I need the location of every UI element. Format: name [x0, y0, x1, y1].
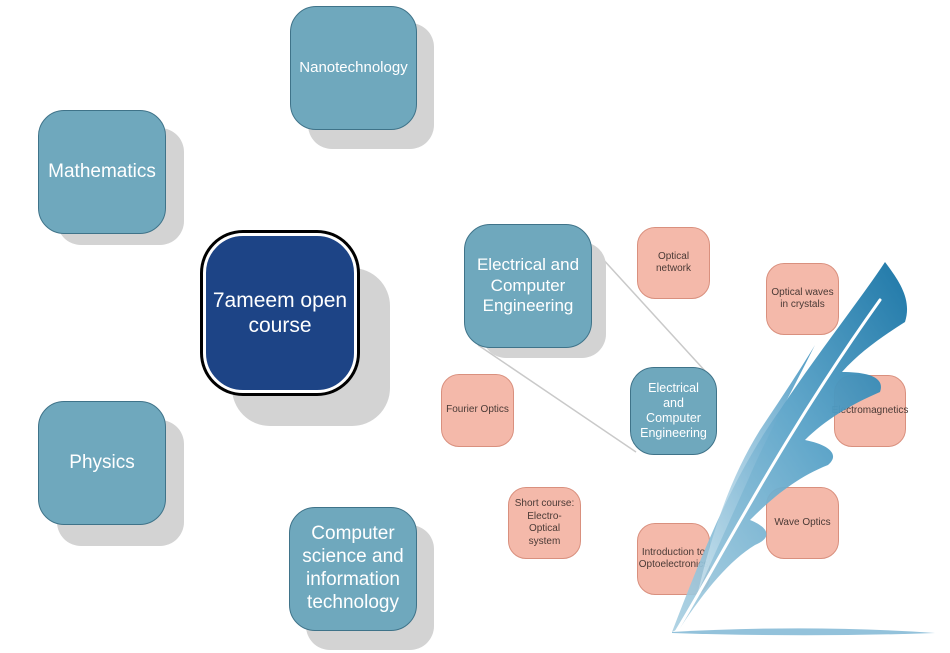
- course-label: Electromagnetics: [831, 404, 909, 416]
- ece-sub-node[interactable]: Electrical and Computer Engineering: [630, 367, 717, 455]
- course-label: Short course: Electro-Optical system: [514, 498, 575, 547]
- course-node-intro-optoelectronics[interactable]: Introduction to Optoelectronics: [637, 523, 710, 595]
- course-label: Introduction to Optoelectronics: [638, 546, 709, 571]
- course-node-electromagnetics[interactable]: Electromagnetics: [831, 375, 909, 447]
- topic-node-physics[interactable]: Physics: [38, 401, 166, 525]
- topic-node-ece[interactable]: Electrical and Computer Engineering: [464, 224, 592, 348]
- topic-label: Electrical and Computer Engineering: [476, 255, 580, 316]
- course-label: Fourier Optics: [446, 404, 509, 416]
- topic-label: Mathematics: [48, 160, 156, 182]
- topic-label: Physics: [69, 451, 135, 473]
- topic-node-mathematics[interactable]: Mathematics: [38, 110, 166, 234]
- center-node[interactable]: 7ameem open course: [203, 233, 357, 393]
- course-node-optical-network[interactable]: Optical network: [637, 227, 710, 299]
- course-label: Optical waves in crystals: [771, 286, 834, 311]
- topic-node-nanotechnology[interactable]: Nanotechnology: [290, 6, 417, 130]
- topic-node-computer-science[interactable]: Computer science and information technol…: [289, 507, 417, 631]
- course-label: Wave Optics: [774, 516, 831, 528]
- course-node-short-course[interactable]: Short course: Electro-Optical system: [508, 487, 581, 559]
- connector-line: [477, 344, 637, 453]
- topic-label: Computer science and information technol…: [302, 523, 404, 613]
- course-node-fourier-optics[interactable]: Fourier Optics: [441, 374, 514, 447]
- course-label: Optical network: [655, 250, 691, 275]
- center-label: 7ameem open course: [212, 288, 348, 337]
- course-node-wave-optics[interactable]: Wave Optics: [766, 487, 839, 559]
- course-node-optical-waves[interactable]: Optical waves in crystals: [766, 263, 839, 335]
- topic-label: Nanotechnology: [299, 59, 408, 76]
- ece-sub-label: Electrical and Computer Engineering: [640, 381, 707, 440]
